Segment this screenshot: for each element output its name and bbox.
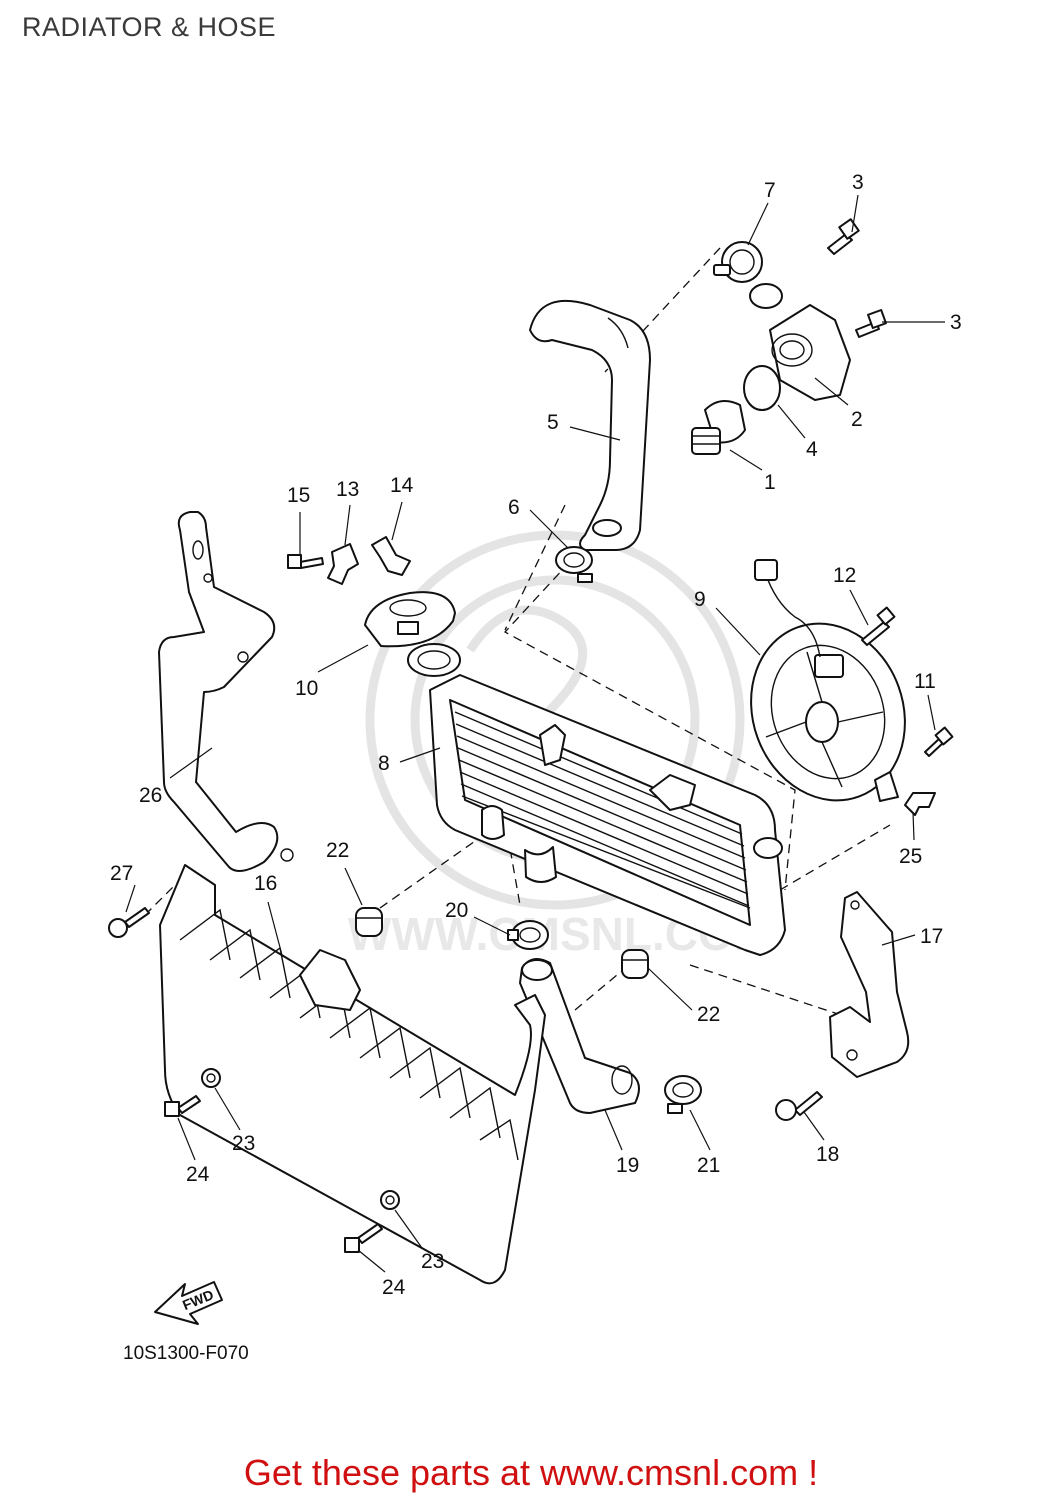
bolt-upper[interactable]: [827, 218, 860, 255]
page-title: RADIATOR & HOSE: [22, 12, 277, 42]
callout-10[interactable]: 10: [295, 677, 318, 700]
callout-27[interactable]: 27: [110, 862, 133, 885]
radiator[interactable]: [407, 643, 786, 956]
upper-radiator-hose[interactable]: [529, 299, 651, 551]
callout-25[interactable]: 25: [899, 845, 922, 868]
callout-19[interactable]: 19: [616, 1154, 639, 1177]
lower-radiator-hose[interactable]: [519, 958, 640, 1114]
right-radiator-bracket[interactable]: [829, 891, 910, 1078]
callout-22a[interactable]: 22: [326, 839, 349, 862]
radiator-cap[interactable]: [364, 591, 456, 648]
figure-code: 10S1300-F070: [123, 1343, 249, 1364]
screw-small[interactable]: [287, 554, 324, 569]
collar-23-lower[interactable]: [380, 1190, 400, 1210]
forward-direction-arrow: FWD: [154, 1281, 223, 1325]
callout-3b[interactable]: 3: [950, 311, 962, 334]
cover-bolt-27[interactable]: [108, 907, 150, 938]
callout-13[interactable]: 13: [336, 478, 359, 501]
hose-clamp-upper[interactable]: [713, 241, 763, 283]
bracket-clip[interactable]: [327, 543, 359, 585]
callout-26[interactable]: 26: [139, 784, 162, 807]
callout-17[interactable]: 17: [920, 925, 943, 948]
grommet-right[interactable]: [621, 949, 649, 979]
o-ring[interactable]: [743, 365, 781, 411]
callout-5[interactable]: 5: [547, 411, 559, 434]
callout-1[interactable]: 1: [764, 471, 776, 494]
callout-4[interactable]: 4: [806, 438, 818, 461]
hose-clamp-lower-a[interactable]: [507, 920, 549, 950]
grommet-left[interactable]: [355, 907, 383, 937]
hose-clamp-middle[interactable]: [555, 546, 593, 583]
left-radiator-bracket[interactable]: [158, 511, 294, 872]
callout-21[interactable]: 21: [697, 1154, 720, 1177]
callout-16[interactable]: 16: [254, 872, 277, 895]
callout-23a[interactable]: 23: [232, 1132, 255, 1155]
callout-6[interactable]: 6: [508, 496, 520, 519]
callout-3a[interactable]: 3: [852, 171, 864, 194]
callout-12[interactable]: 12: [833, 564, 856, 587]
callout-leader-lines: [125, 194, 945, 1273]
thermostat[interactable]: [691, 400, 746, 455]
callout-23b[interactable]: 23: [421, 1250, 444, 1273]
callout-15[interactable]: 15: [287, 484, 310, 507]
callout-7[interactable]: 7: [764, 179, 776, 202]
radiator-side-cover[interactable]: [159, 864, 546, 1285]
callout-18[interactable]: 18: [816, 1143, 839, 1166]
callout-8[interactable]: 8: [378, 752, 390, 775]
callout-24b[interactable]: 24: [382, 1276, 406, 1299]
bracket-clip-2[interactable]: [371, 536, 411, 576]
get-parts-link[interactable]: Get these parts at www.cmsnl.com !: [243, 1452, 819, 1493]
fan-screw-11[interactable]: [924, 726, 954, 757]
bolt-side[interactable]: [855, 309, 887, 338]
bolt-24-upper[interactable]: [164, 1095, 201, 1117]
radiator-fins: [454, 711, 751, 909]
fan-screw-12[interactable]: [861, 606, 896, 646]
callout-22b[interactable]: 22: [697, 1003, 720, 1026]
callout-labels: 1 2 3 3 4 5 6 7 8 9 10 11 12 13 14 15 16…: [110, 171, 962, 1299]
fan-clip[interactable]: [904, 792, 936, 816]
hose-clamp-lower-b[interactable]: [664, 1075, 702, 1114]
collar-23-upper[interactable]: [201, 1068, 221, 1088]
callout-2[interactable]: 2: [851, 408, 863, 431]
callout-20[interactable]: 20: [445, 899, 468, 922]
callout-14[interactable]: 14: [390, 474, 414, 497]
bolt-24-lower[interactable]: [344, 1223, 383, 1253]
bracket-bolt[interactable]: [775, 1091, 823, 1121]
thermostat-housing[interactable]: [749, 283, 851, 401]
callout-11[interactable]: 11: [914, 670, 936, 693]
callout-24a[interactable]: 24: [186, 1163, 210, 1186]
cooling-fan[interactable]: [727, 559, 930, 822]
callout-9[interactable]: 9: [694, 588, 706, 611]
